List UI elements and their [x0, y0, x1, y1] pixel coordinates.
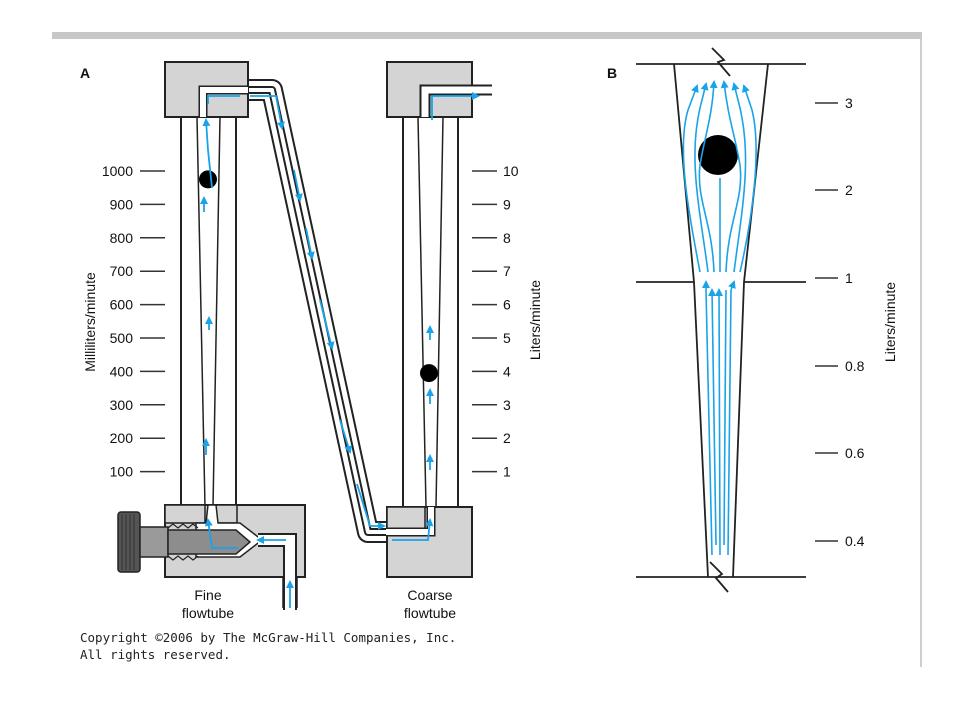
magnified-float-ball	[698, 135, 738, 175]
coarse-flowtube	[402, 116, 459, 508]
right-tick-label: 9	[503, 196, 511, 212]
fine-flowtube-label-2: flowtube	[182, 605, 234, 621]
left-tick-label: 900	[110, 196, 134, 212]
right-tick-label: 2	[503, 430, 511, 446]
fine-top-housing	[164, 61, 249, 118]
copyright-line: Copyright ©2006 by The McGraw-Hill Compa…	[80, 630, 457, 645]
left-tick-label: 700	[110, 263, 134, 279]
right-divider-line	[920, 39, 922, 667]
right-tick-label: 8	[503, 230, 511, 246]
coarse-top-housing	[386, 61, 492, 118]
b-tick-label: 1	[845, 270, 853, 286]
right-tick-label: 5	[503, 330, 511, 346]
milliliters-scale: 1000 900 800 700 600 500 400 300 200 100	[102, 163, 165, 480]
coarse-flowtube-label-2: flowtube	[404, 605, 456, 621]
panel-b-label: B	[607, 65, 617, 81]
flow-arrows-a	[200, 92, 480, 608]
right-tick-label: 4	[503, 363, 511, 379]
b-tick-label: 2	[845, 182, 853, 198]
liters-axis-title-a: Liters/minute	[527, 280, 543, 360]
fine-float-ball	[199, 170, 217, 189]
coarse-flowtube-label-1: Coarse	[407, 587, 452, 603]
right-tick-label: 6	[503, 297, 511, 313]
top-divider-bar	[52, 32, 922, 39]
rights-reserved-line: All rights reserved.	[80, 647, 231, 662]
b-tick-label: 0.8	[845, 358, 865, 374]
left-tick-label: 200	[110, 430, 134, 446]
right-tick-label: 10	[503, 163, 519, 179]
left-tick-label: 300	[110, 397, 134, 413]
right-tick-label: 1	[503, 464, 511, 480]
left-tick-label: 100	[110, 464, 134, 480]
coarse-float-ball	[420, 364, 438, 383]
flow-streamlines-b	[682, 80, 757, 556]
liters-scale-b: 3 2 1 0.8 0.6 0.4	[815, 95, 865, 549]
left-tick-label: 400	[110, 363, 134, 379]
fine-flowtube-label-1: Fine	[194, 587, 221, 603]
left-tick-label: 1000	[102, 163, 133, 179]
b-tick-label: 3	[845, 95, 853, 111]
liters-scale-a: 10 9 8 7 6 5 4 3 2 1	[472, 163, 519, 480]
left-tick-label: 600	[110, 297, 134, 313]
milliliters-axis-title: Milliliters/minute	[82, 272, 98, 372]
panel-a-label: A	[80, 65, 90, 81]
magnified-tube	[636, 47, 806, 593]
connecting-tube	[248, 79, 386, 543]
coarse-bottom-housing	[386, 506, 473, 578]
left-tick-label: 500	[110, 330, 134, 346]
liters-axis-title-b: Liters/minute	[882, 282, 898, 362]
right-tick-label: 7	[503, 263, 511, 279]
b-tick-label: 0.4	[845, 533, 865, 549]
b-tick-label: 0.6	[845, 445, 865, 461]
left-tick-label: 800	[110, 230, 134, 246]
right-tick-label: 3	[503, 397, 511, 413]
